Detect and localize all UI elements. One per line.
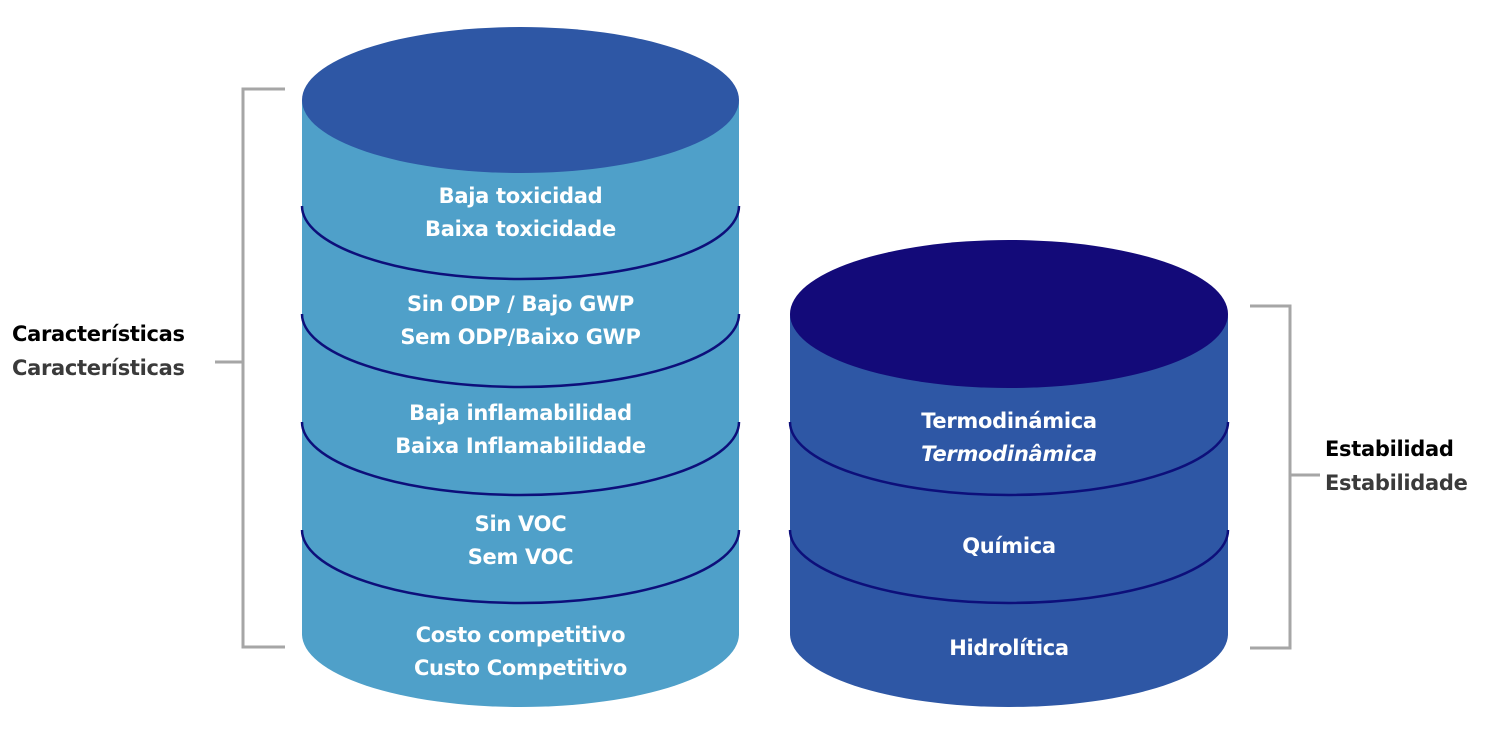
segment-line-pt: Sem VOC bbox=[467, 545, 574, 569]
left-separator-2 bbox=[300, 313, 741, 389]
right-label-pt: Estabilidade bbox=[1325, 471, 1468, 495]
segment-line-es: Baja toxicidad bbox=[438, 184, 603, 208]
left-label-pt: Características bbox=[12, 356, 185, 380]
right-cylinder bbox=[788, 240, 1230, 707]
right-group-label: Estabilidad Estabilidade bbox=[1325, 437, 1468, 495]
right-cylinder-top bbox=[790, 240, 1228, 388]
left-separator-3 bbox=[300, 421, 741, 497]
segment-line-pt: Custo Competitivo bbox=[413, 656, 628, 680]
segment-line-pt: Termodinâmica bbox=[921, 442, 1097, 466]
right-segment-1: Termodinámica Termodinâmica bbox=[790, 405, 1228, 471]
left-segment-2: Sin ODP / Bajo GWP Sem ODP/Baixo GWP bbox=[302, 288, 739, 354]
segment-line-es: Costo competitivo bbox=[415, 623, 626, 647]
left-group-label: Características Características bbox=[12, 322, 185, 380]
segment-line-es: Sin VOC bbox=[474, 512, 567, 536]
segment-line-es: Termodinámica bbox=[921, 409, 1097, 433]
segment-line-es: Sin ODP / Bajo GWP bbox=[406, 292, 635, 316]
segment-line-pt: Baixa Inflamabilidade bbox=[395, 434, 646, 458]
right-cylinder-body bbox=[790, 314, 1228, 707]
right-separator-2 bbox=[788, 529, 1230, 605]
left-cylinder-top bbox=[302, 27, 739, 173]
right-segment-3: Hidrolítica bbox=[790, 632, 1228, 665]
left-segment-1: Baja toxicidad Baixa toxicidade bbox=[302, 180, 739, 246]
segment-line-pt: Baixa toxicidade bbox=[425, 217, 616, 241]
right-separator-1 bbox=[788, 421, 1230, 497]
segment-line-pt: Sem ODP/Baixo GWP bbox=[400, 325, 641, 349]
left-bracket bbox=[215, 87, 285, 649]
segment-line-es: Baja inflamabilidad bbox=[409, 401, 632, 425]
left-cylinder bbox=[300, 27, 741, 707]
left-segment-4: Sin VOC Sem VOC bbox=[302, 508, 739, 574]
left-label-es: Características bbox=[12, 322, 185, 346]
left-separator-4 bbox=[300, 529, 741, 605]
left-segment-5: Costo competitivo Custo Competitivo bbox=[302, 619, 739, 685]
segment-line: Química bbox=[962, 534, 1056, 558]
left-separator-1 bbox=[300, 205, 741, 281]
left-cylinder-body bbox=[302, 100, 739, 707]
right-bracket bbox=[1250, 304, 1320, 650]
right-segment-2: Química bbox=[790, 530, 1228, 563]
right-label-es: Estabilidad bbox=[1325, 437, 1454, 461]
segment-line: Hidrolítica bbox=[949, 636, 1069, 660]
left-segment-3: Baja inflamabilidad Baixa Inflamabilidad… bbox=[302, 397, 739, 463]
